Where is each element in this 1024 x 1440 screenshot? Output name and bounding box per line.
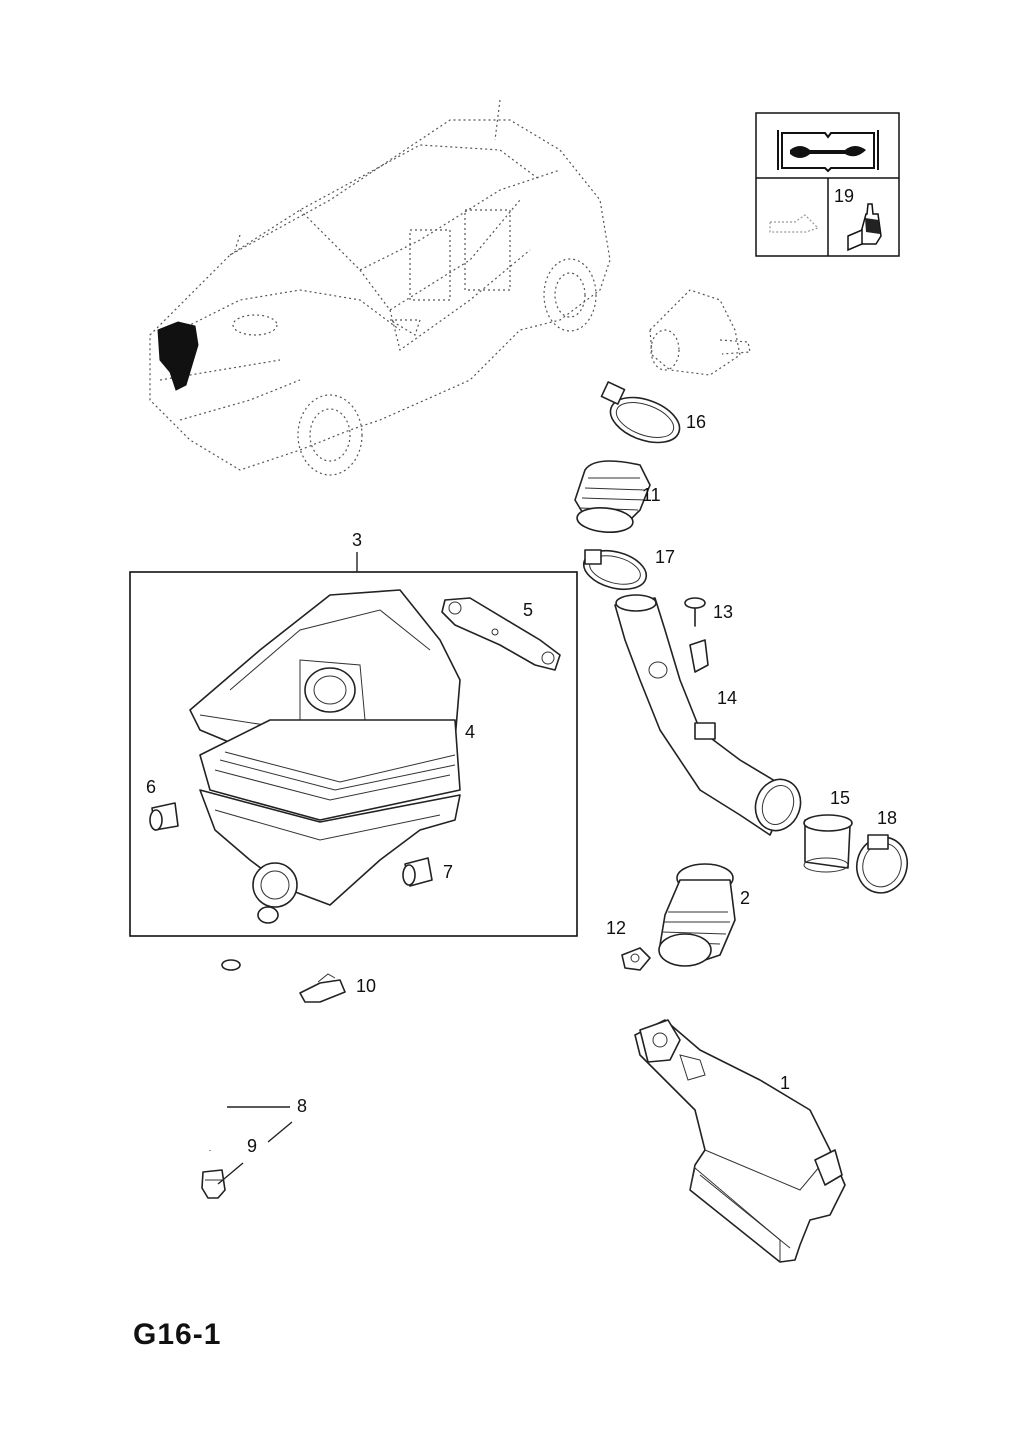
callout-13: 13 <box>713 602 733 622</box>
callout-18: 18 <box>877 808 897 828</box>
callout-11: 11 <box>642 485 661 505</box>
part-18-clamp <box>855 834 909 894</box>
part-6-grommet <box>149 802 179 831</box>
callout-10: 10 <box>356 976 376 996</box>
callout-7: 7 <box>443 862 453 882</box>
part-5-bracket <box>441 597 561 671</box>
part-9-valve <box>201 1169 226 1199</box>
air-filter-housing <box>189 589 461 924</box>
manual-book-wrench-icon <box>777 130 879 173</box>
part-17-clamp <box>582 549 648 591</box>
legend-box: 19 <box>755 112 900 257</box>
callout-17: 17 <box>655 547 675 567</box>
part-1-air-duct <box>634 1019 846 1263</box>
page-id: G16-1 <box>133 1318 222 1351</box>
part-14-intake-pipe <box>614 594 802 836</box>
part-16-clamp <box>600 381 681 444</box>
callout-9: 9 <box>247 1136 257 1156</box>
callout-12: 12 <box>606 918 626 938</box>
air-mass-sensor <box>649 289 751 376</box>
leader-lines <box>217 1106 293 1185</box>
callout-1: 1 <box>780 1073 790 1093</box>
callout-labels: 3 5 4 6 7 16 11 17 13 14 15 18 2 12 10 1… <box>146 412 897 1156</box>
sealant-tube-icon <box>847 203 882 252</box>
callout-8: 8 <box>297 1096 307 1116</box>
part-2-bellows <box>658 863 736 967</box>
callout-2: 2 <box>740 888 750 908</box>
lubricant-oil-can-icon <box>769 214 820 233</box>
vehicle-outline <box>149 99 611 476</box>
part-12-nut <box>621 947 651 971</box>
callout-14: 14 <box>717 688 737 708</box>
part-15-sleeve <box>803 814 853 873</box>
callout-4: 4 <box>465 722 475 742</box>
part-13-bolt <box>684 597 706 627</box>
part-10-clip <box>299 973 346 1003</box>
callout-19: 19 <box>834 186 854 206</box>
callout-16: 16 <box>686 412 706 432</box>
callout-3: 3 <box>352 530 362 550</box>
part-7-grommet <box>402 857 433 887</box>
part-11-bellows <box>574 460 651 534</box>
callout-15: 15 <box>830 788 850 808</box>
air-filter-assembly-frame <box>129 552 578 937</box>
part-8-hose <box>206 959 241 1151</box>
callout-5: 5 <box>523 600 533 620</box>
callout-6: 6 <box>146 777 156 797</box>
